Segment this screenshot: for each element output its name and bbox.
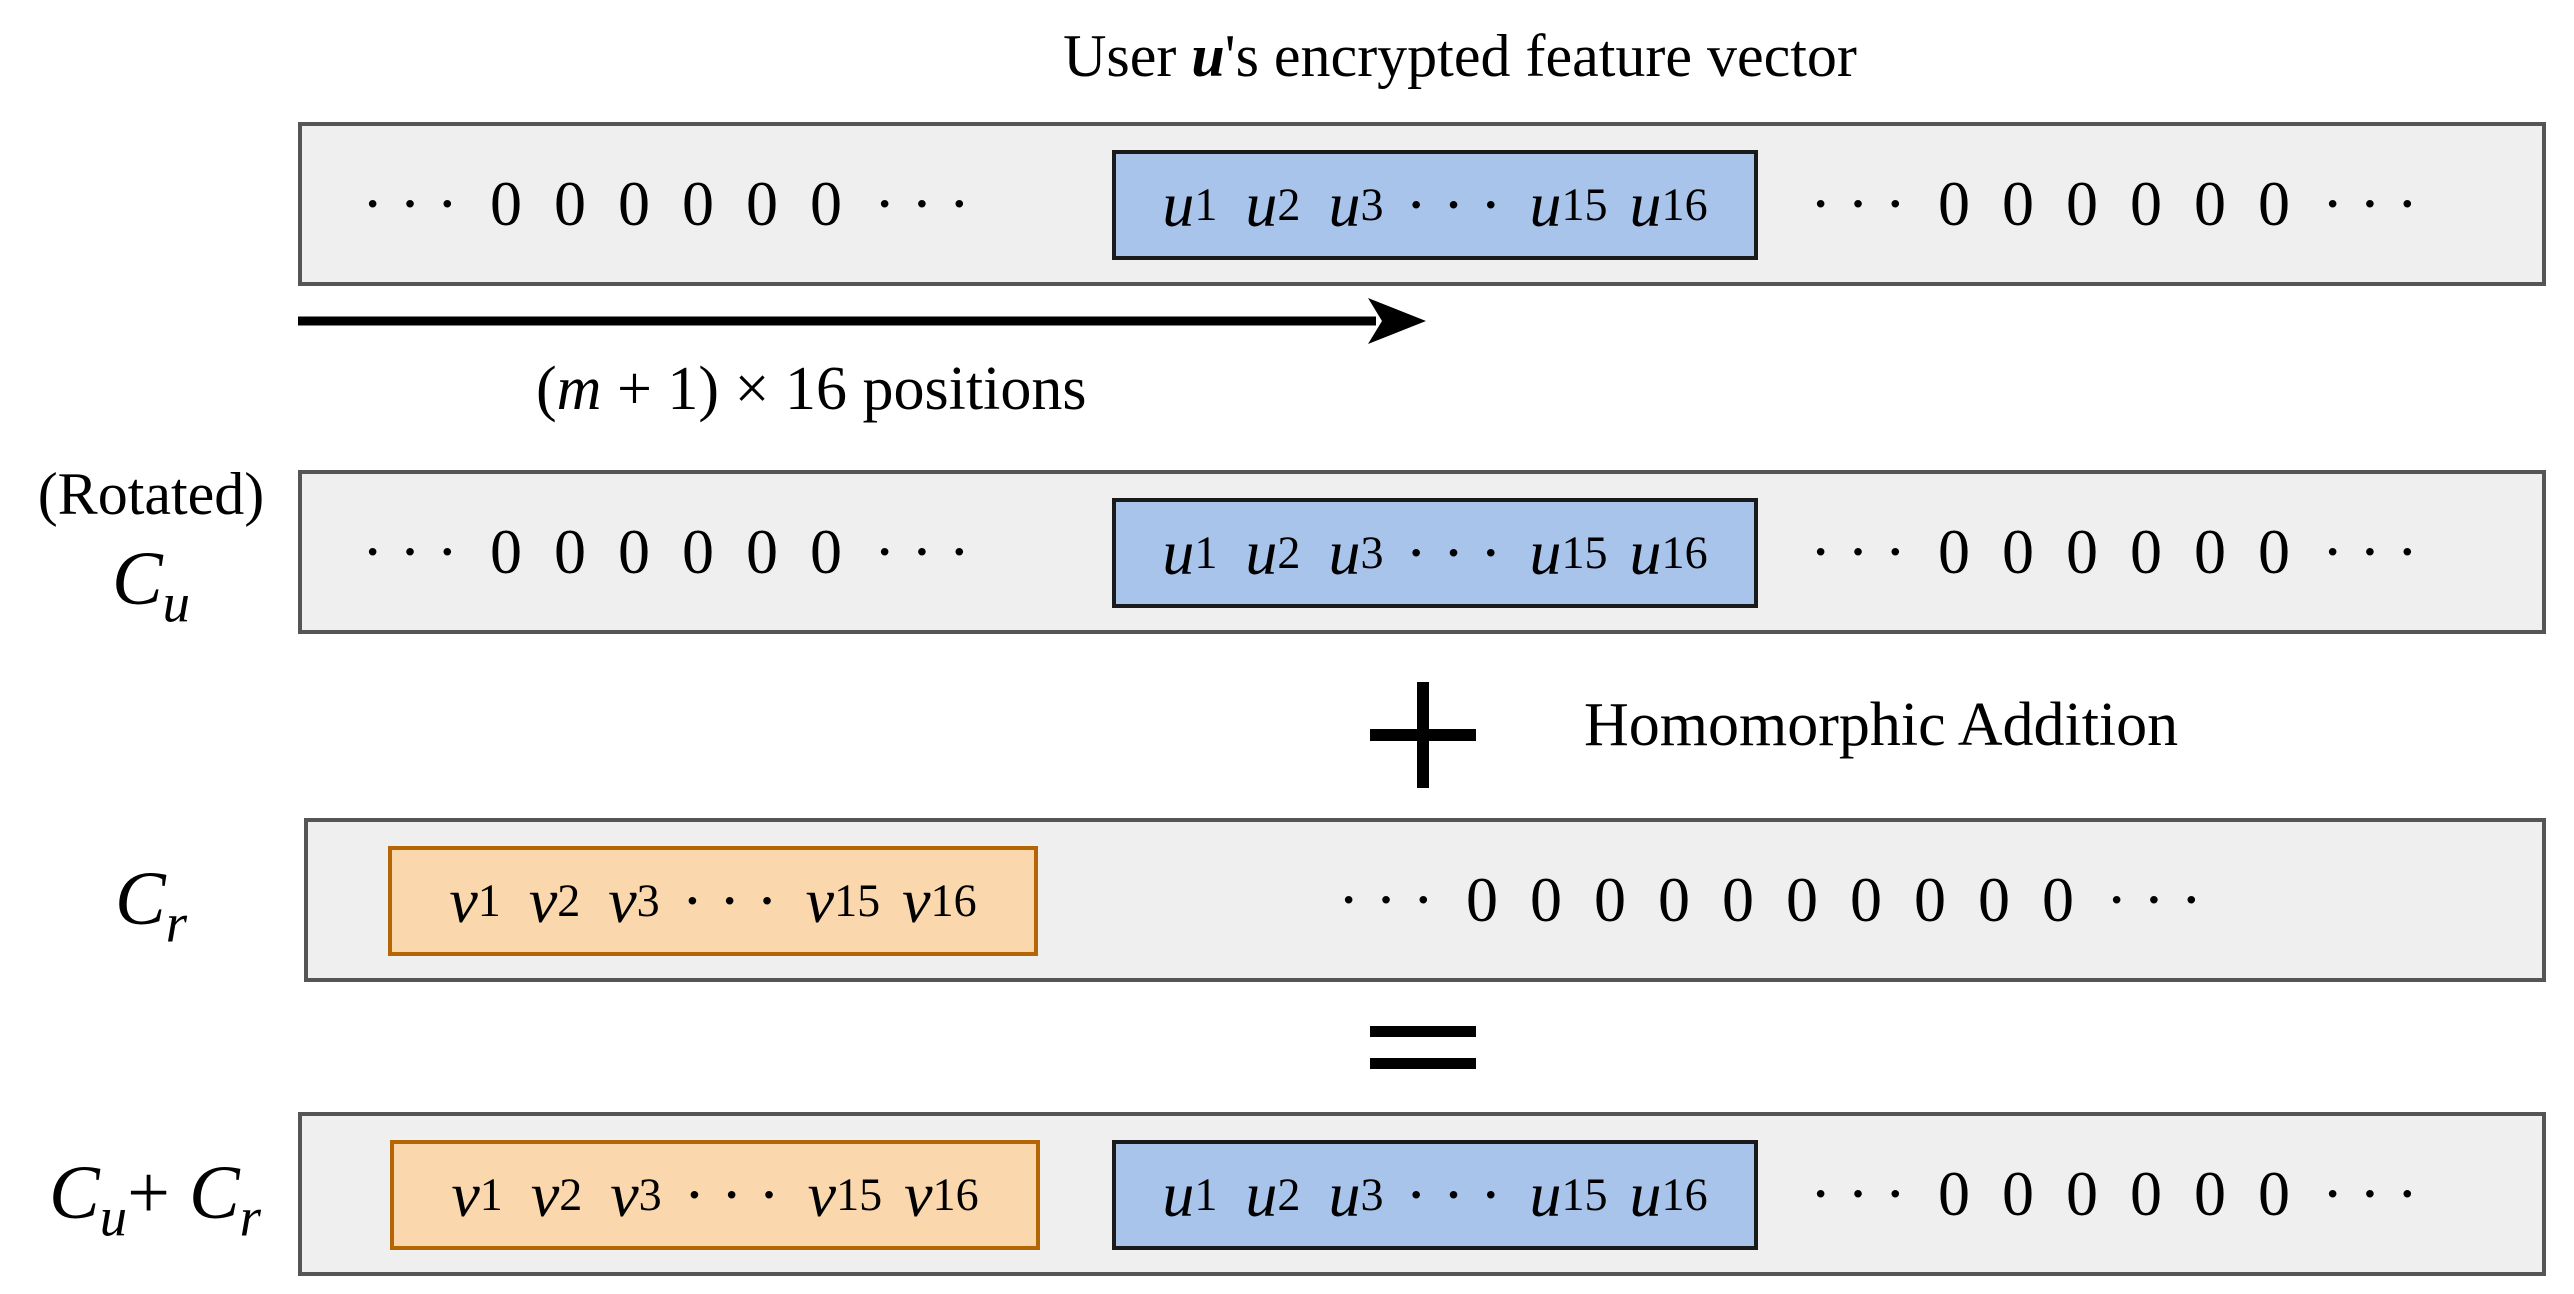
cu-label: Cu xyxy=(111,537,191,634)
zero-padding-right: · · · 0 0 0 0 0 0 · · · xyxy=(1810,516,2418,587)
sum-label: Cu+ Cr xyxy=(49,1151,261,1248)
zero-padding-left: · · · 0 0 0 0 0 0 · · · xyxy=(362,168,970,239)
cr-label: Cr xyxy=(115,857,187,954)
shift-label: (m + 1) × 16 positions xyxy=(536,355,1087,423)
rotation-arrow xyxy=(298,298,1426,344)
zero-padding-right: · · · 0 0 0 0 0 0 0 0 0 0 · · · xyxy=(1338,864,2202,935)
homomorphic-addition-label: Homomorphic Addition xyxy=(1584,691,2179,759)
zero-padding-right: · · · 0 0 0 0 0 0 · · · xyxy=(1810,168,2418,239)
zero-padding-left: · · · 0 0 0 0 0 0 · · · xyxy=(362,516,970,587)
plus-symbol xyxy=(1370,682,1476,788)
rotated-label: (Rotated) xyxy=(37,461,265,527)
equals-symbol xyxy=(1370,1026,1476,1069)
diagram-title: User u's encrypted feature vector xyxy=(1063,23,1857,89)
zero-padding-right: · · · 0 0 0 0 0 0 · · · xyxy=(1810,1158,2418,1229)
